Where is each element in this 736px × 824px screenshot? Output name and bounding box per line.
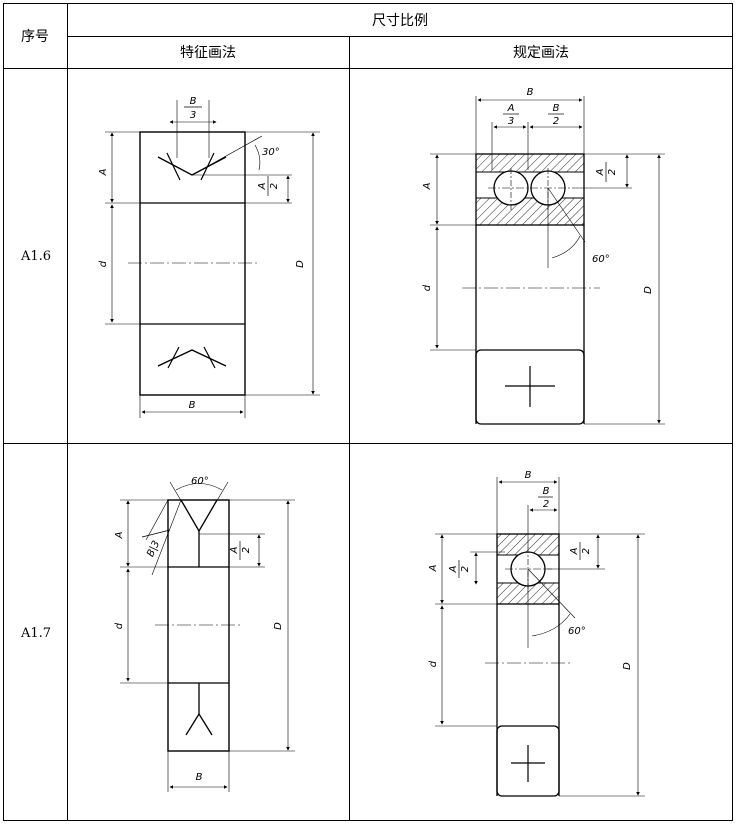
a16f-angle: 30°: [262, 147, 280, 158]
header-feature: 特征画法: [180, 45, 236, 61]
a16s-d: d: [422, 284, 433, 291]
a16s-B: B: [527, 87, 534, 98]
row-id-a16: A1.6: [20, 249, 51, 264]
a16s-B2-num: B: [553, 103, 560, 114]
a16s-D: D: [643, 286, 654, 294]
a17s-B: B: [525, 470, 532, 481]
header-seq: 序号: [21, 29, 49, 45]
a16s-A2-num: A: [595, 168, 606, 176]
a17s-d: d: [428, 660, 439, 667]
a16f-A: A: [98, 168, 109, 176]
a16s-angle: 60°: [592, 254, 610, 265]
a16s-A: A: [422, 182, 433, 190]
a17f-d: d: [114, 622, 125, 629]
a17f-B: B: [196, 772, 203, 783]
a16f-A2-den: 2: [269, 183, 280, 189]
a16f-A2-num: A: [257, 182, 268, 190]
header-standard: 规定画法: [513, 45, 569, 61]
a17s-A2l-num: A: [448, 565, 459, 573]
table-grid: [3, 3, 733, 821]
a17s-D: D: [622, 662, 633, 670]
a17f-A2-num: A: [229, 546, 240, 554]
a16-standard-drawing: [430, 96, 665, 425]
a16s-B2-den: 2: [553, 116, 559, 127]
a16f-D: D: [295, 260, 306, 268]
a17s-A: A: [428, 564, 439, 572]
row-id-a17: A1.7: [20, 626, 51, 641]
a17s-B2-num: B: [543, 486, 550, 497]
a17s-A2r-den: 2: [581, 548, 592, 554]
a17s-B2-den: 2: [543, 499, 549, 510]
a17f-A2-den: 2: [241, 547, 252, 553]
a17-feature-drawing: [120, 481, 295, 792]
a16f-d: d: [98, 260, 109, 267]
a16-feature-drawing: [105, 100, 320, 418]
a17f-A: A: [114, 531, 125, 539]
a16f-B-num: B: [190, 96, 197, 107]
a17f-D: D: [273, 622, 284, 630]
a17-standard-drawing: [435, 477, 645, 797]
a16f-B-den: 3: [190, 110, 196, 121]
a16s-A3-num: A: [507, 103, 515, 114]
a17s-angle: 60°: [568, 626, 586, 637]
header-scale: 尺寸比例: [372, 13, 428, 29]
a16s-A3-den: 3: [508, 116, 514, 127]
a16s-A2-den: 2: [607, 169, 618, 175]
a17f-angle: 60°: [191, 476, 209, 487]
a16f-B: B: [189, 400, 196, 411]
a17s-A2r-num: A: [569, 547, 580, 555]
a17s-A2l-den: 2: [460, 566, 471, 572]
